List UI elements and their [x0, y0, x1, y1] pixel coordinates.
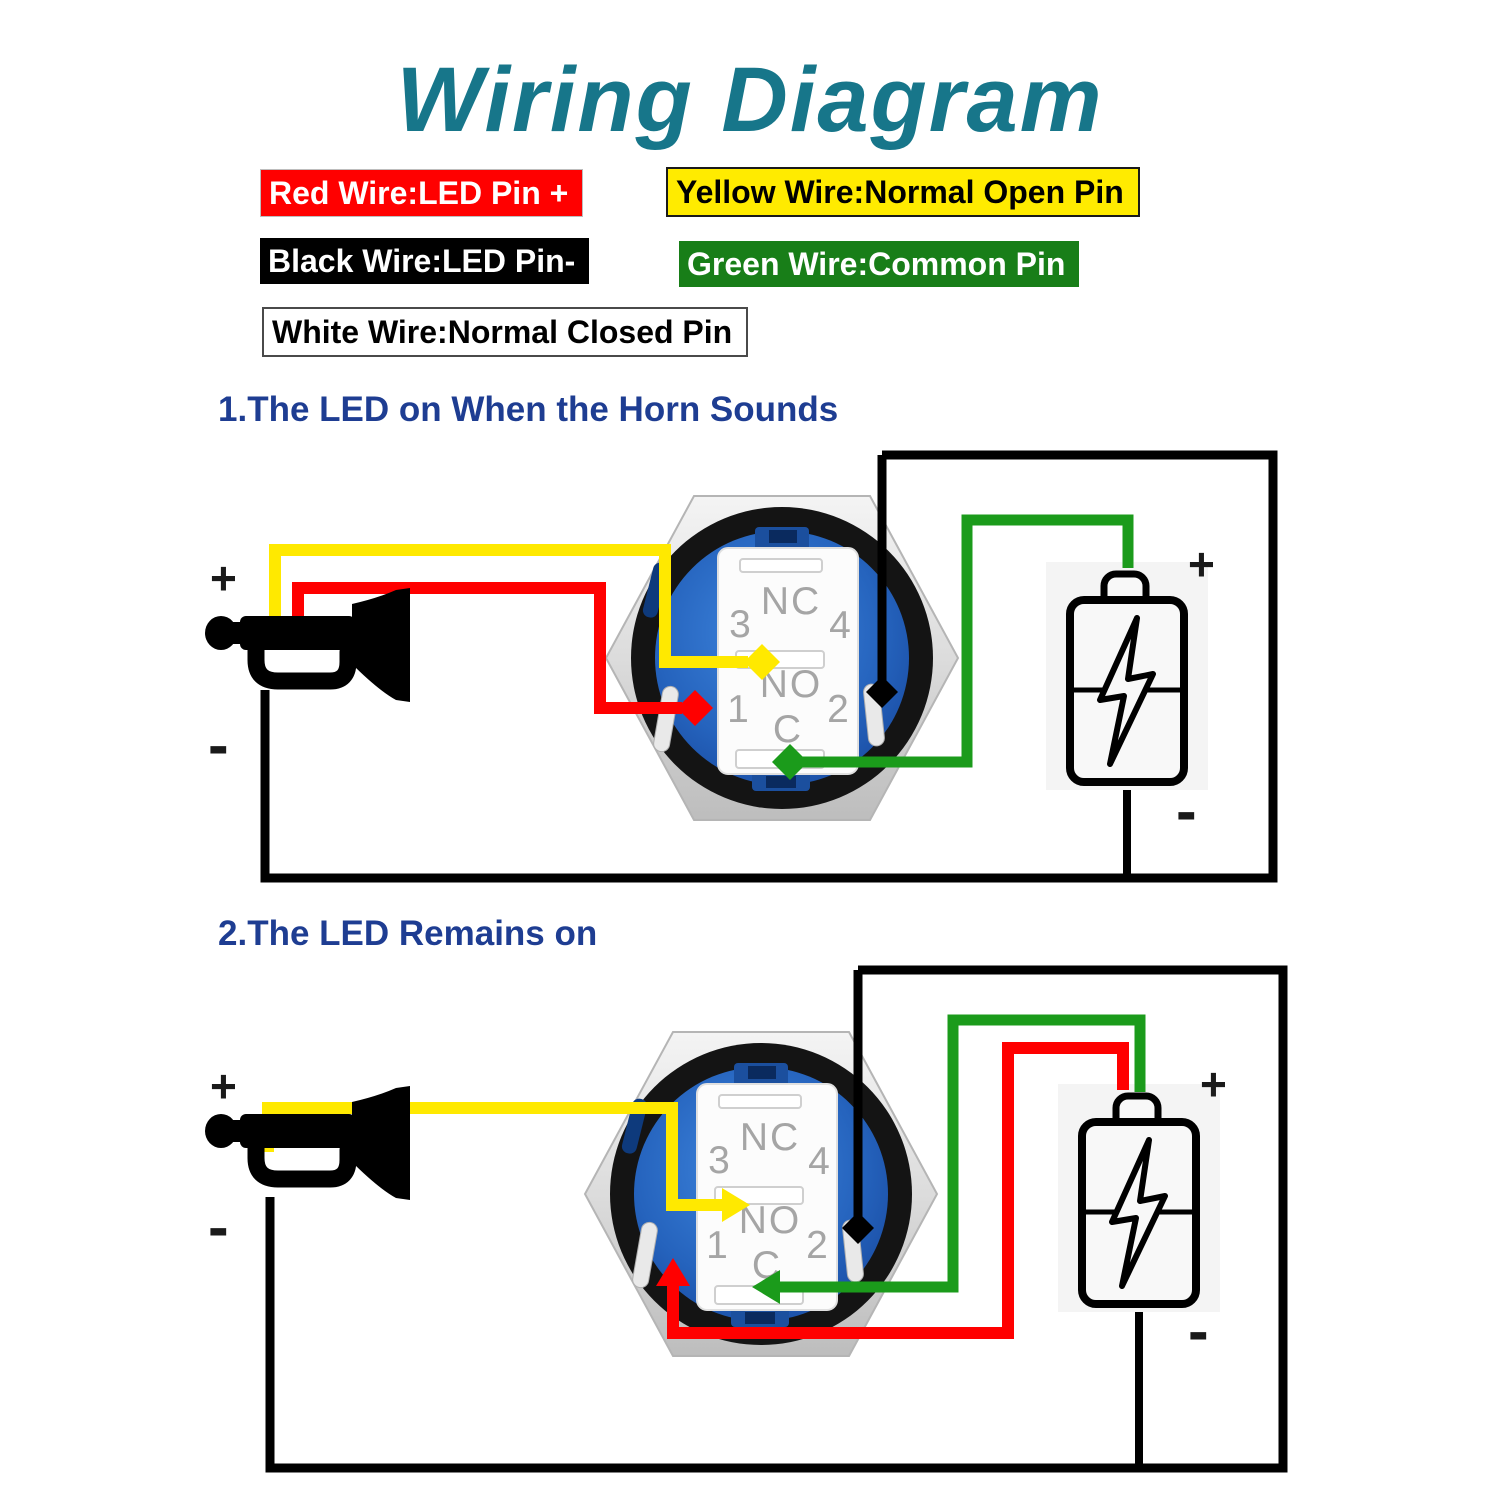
pin-4-label: 4: [808, 1140, 832, 1183]
yellow-wire-connector: [744, 644, 780, 680]
battery-minus-label: -: [1188, 1297, 1209, 1366]
pin-1-label: 1: [706, 1224, 730, 1267]
pin-c-label: C: [773, 708, 803, 751]
pin-3-label: 3: [708, 1139, 732, 1182]
section-2-heading: 2.The LED Remains on: [218, 914, 598, 953]
pin-no-label: NO: [739, 1199, 802, 1242]
push-button-switch: NC 3 4 NO 1 2 C: [583, 1031, 939, 1357]
pin-2-label: 2: [806, 1224, 830, 1267]
red-wire: [667, 1042, 1129, 1339]
lightning-bolt-icon: [1109, 1137, 1168, 1289]
legend-green-wire: Green Wire:Common Pin: [679, 241, 1080, 287]
diagram-2: + - NC 3 4 NO 1 2 C + -: [205, 965, 1288, 1473]
battery-loop-wire: [260, 450, 1278, 883]
black-wire-connector: [842, 1212, 874, 1244]
battery-plus-label: +: [1200, 1058, 1227, 1110]
lightning-bolt-icon: [1097, 615, 1156, 767]
red-wire-connector: [677, 690, 713, 726]
horn-icon: [205, 588, 410, 702]
battery-loop-wire: [265, 965, 1288, 1473]
pin-4-label: 4: [829, 604, 853, 647]
yellow-wire: [269, 544, 748, 668]
horn-icon: [205, 1086, 410, 1200]
green-wire-connector: [772, 744, 808, 780]
horn-minus-label: -: [208, 1193, 229, 1262]
pin-nc-label: NC: [740, 1116, 800, 1159]
pin-nc-label: NC: [761, 580, 821, 623]
legend-black-wire: Black Wire:LED Pin-: [260, 238, 590, 284]
battery-icon: [1058, 1084, 1220, 1312]
black-wire-connector: [866, 676, 898, 708]
section-1-heading: 1.The LED on When the Horn Sounds: [218, 390, 839, 429]
horn-plus-label: +: [210, 552, 237, 604]
legend-yellow-wire: Yellow Wire:Normal Open Pin: [666, 167, 1140, 217]
legend-red-wire: Red Wire:LED Pin +: [260, 169, 584, 217]
battery-minus-label: -: [1176, 777, 1197, 846]
battery-plus-label: +: [1188, 538, 1215, 590]
battery-icon: [1046, 562, 1208, 790]
red-wire: [292, 582, 682, 714]
yellow-wire-arrow: [722, 1188, 750, 1222]
pin-1-label: 1: [727, 688, 751, 731]
page-title: Wiring Diagram: [396, 49, 1104, 151]
horn-plus-label: +: [210, 1060, 237, 1112]
green-wire: [770, 1014, 1146, 1293]
pin-3-label: 3: [729, 603, 753, 646]
green-wire: [788, 514, 1134, 768]
horn-minus-label: -: [208, 711, 229, 780]
diagram-1: + - NC 3 4 NO 1 2 C + -: [205, 450, 1278, 883]
green-wire-arrow: [752, 1270, 780, 1304]
pin-2-label: 2: [827, 688, 851, 731]
red-wire-arrow: [656, 1258, 690, 1286]
push-button-switch: NC 3 4 NO 1 2 C: [604, 495, 960, 821]
legend-white-wire: White Wire:Normal Closed Pin: [262, 307, 749, 357]
